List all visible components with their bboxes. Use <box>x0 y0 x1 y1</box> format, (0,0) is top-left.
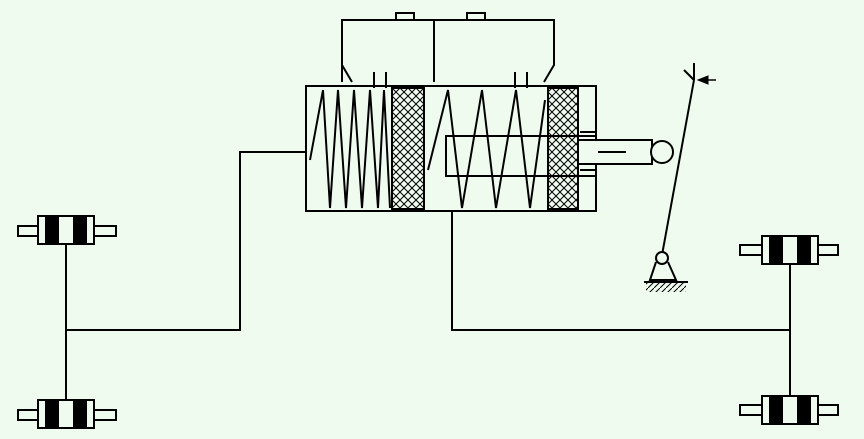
wheel-cylinder-front-left-bottom <box>17 399 117 429</box>
brake-lines <box>65 151 791 410</box>
wheel-cylinder-front-left-top <box>17 215 117 245</box>
force-arrow <box>696 75 709 85</box>
secondary-piston <box>547 87 579 210</box>
wheel-cylinder-rear-right-bottom <box>739 395 839 425</box>
primary-piston <box>391 87 425 210</box>
ground-hatch <box>646 283 686 292</box>
primary-spring <box>309 89 391 209</box>
master-cylinder <box>305 85 674 212</box>
secondary-spring <box>427 89 546 209</box>
wheel-cylinder-rear-right-top <box>739 235 839 265</box>
reservoir <box>341 12 555 88</box>
brake-pedal <box>644 63 716 292</box>
